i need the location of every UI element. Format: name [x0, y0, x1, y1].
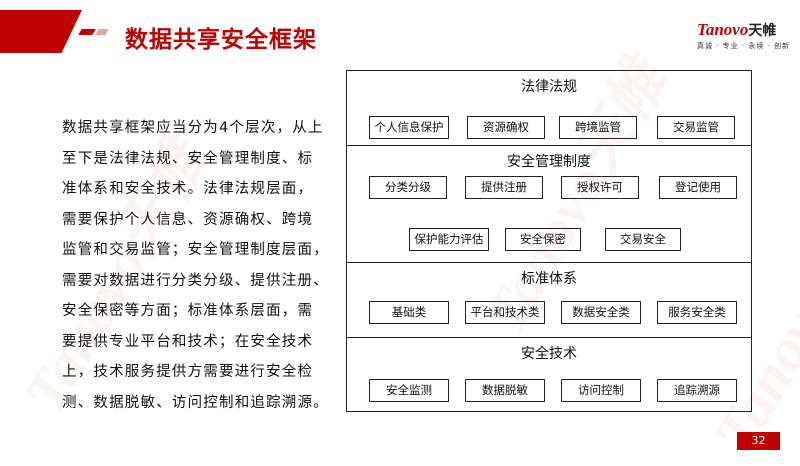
logo-cn: 天帷: [748, 23, 777, 39]
item-box: 安全保密: [505, 228, 581, 251]
item-box: 资源确权: [467, 116, 545, 139]
item-box: 交易安全: [605, 228, 681, 251]
logo: Tanovo天帷 真诚 · 专业 · 永续 · 创新: [697, 20, 790, 51]
item-box: 交易监管: [657, 116, 735, 139]
body-text: 数据共享框架应当分为4个层次，从上至下是法律法规、安全管理制度、标准体系和安全技…: [62, 113, 329, 418]
item-box: 追踪溯源: [657, 379, 737, 402]
section-management: 安全管理制度 分类分级 提供注册 授权许可 登记使用 保护能力评估 安全保密 交…: [347, 146, 751, 263]
item-box: 数据安全类: [561, 301, 641, 324]
framework-diagram: 法律法规 个人信息保护 资源确权 跨境监管 交易监管 安全管理制度 分类分级 提…: [346, 70, 752, 412]
body-line: 数据共享框架应当分为4个层次，从上: [62, 120, 324, 136]
item-box: 访问控制: [561, 379, 641, 402]
section-title: 安全技术: [521, 346, 577, 362]
body-line: 至下是法律法规、安全管理制度、标: [62, 150, 314, 167]
item-box: 数据脱敏: [465, 379, 545, 402]
item-box: 登记使用: [659, 176, 737, 199]
logo-tagline: 真诚 · 专业 · 永续 · 创新: [697, 42, 791, 50]
page-title: 数据共享安全框架: [125, 27, 317, 53]
item-box: 跨境监管: [559, 116, 637, 139]
item-box: 授权许可: [561, 176, 639, 199]
section-title: 安全管理制度: [507, 154, 591, 170]
item-box: 安全监测: [369, 379, 449, 402]
body-line: 测、数据脱敏、访问控制和追踪溯源。: [62, 394, 329, 411]
section-technology: 安全技术 安全监测 数据脱敏 访问控制 追踪溯源: [347, 338, 751, 413]
item-box: 基础类: [369, 301, 449, 324]
item-box: 平台和技术类: [465, 301, 545, 324]
section-law: 法律法规 个人信息保护 资源确权 跨境监管 交易监管: [347, 71, 751, 146]
item-box: 保护能力评估: [409, 228, 489, 251]
item-box: 个人信息保护: [369, 116, 449, 139]
header-banner: [0, 10, 82, 53]
body-line: 需要保护个人信息、资源确权、跨境: [62, 211, 314, 228]
body-line: 监管和交易监管；安全管理制度层面，: [62, 242, 329, 258]
decor-dash: [78, 29, 96, 35]
body-line: 上，技术服务提供方需要进行安全检: [62, 364, 314, 380]
section-title: 标准体系: [521, 271, 577, 287]
decor-dash: [95, 29, 109, 35]
section-title: 法律法规: [521, 79, 577, 95]
logo-brand: Tanovo: [697, 20, 749, 39]
body-line: 准体系和安全技术。法律法规层面，: [62, 181, 314, 197]
item-box: 分类分级: [369, 176, 447, 199]
body-line: 需要对数据进行分类分级、提供注册、: [62, 272, 329, 289]
item-box: 服务安全类: [657, 301, 737, 324]
page-number: 32: [737, 432, 780, 450]
section-standards: 标准体系 基础类 平台和技术类 数据安全类 服务安全类: [347, 263, 751, 338]
body-line: 安全保密等方面；标准体系层面，需: [62, 303, 314, 319]
item-box: 提供注册: [465, 176, 543, 199]
body-line: 要提供专业平台和技术；在安全技术: [62, 333, 314, 350]
